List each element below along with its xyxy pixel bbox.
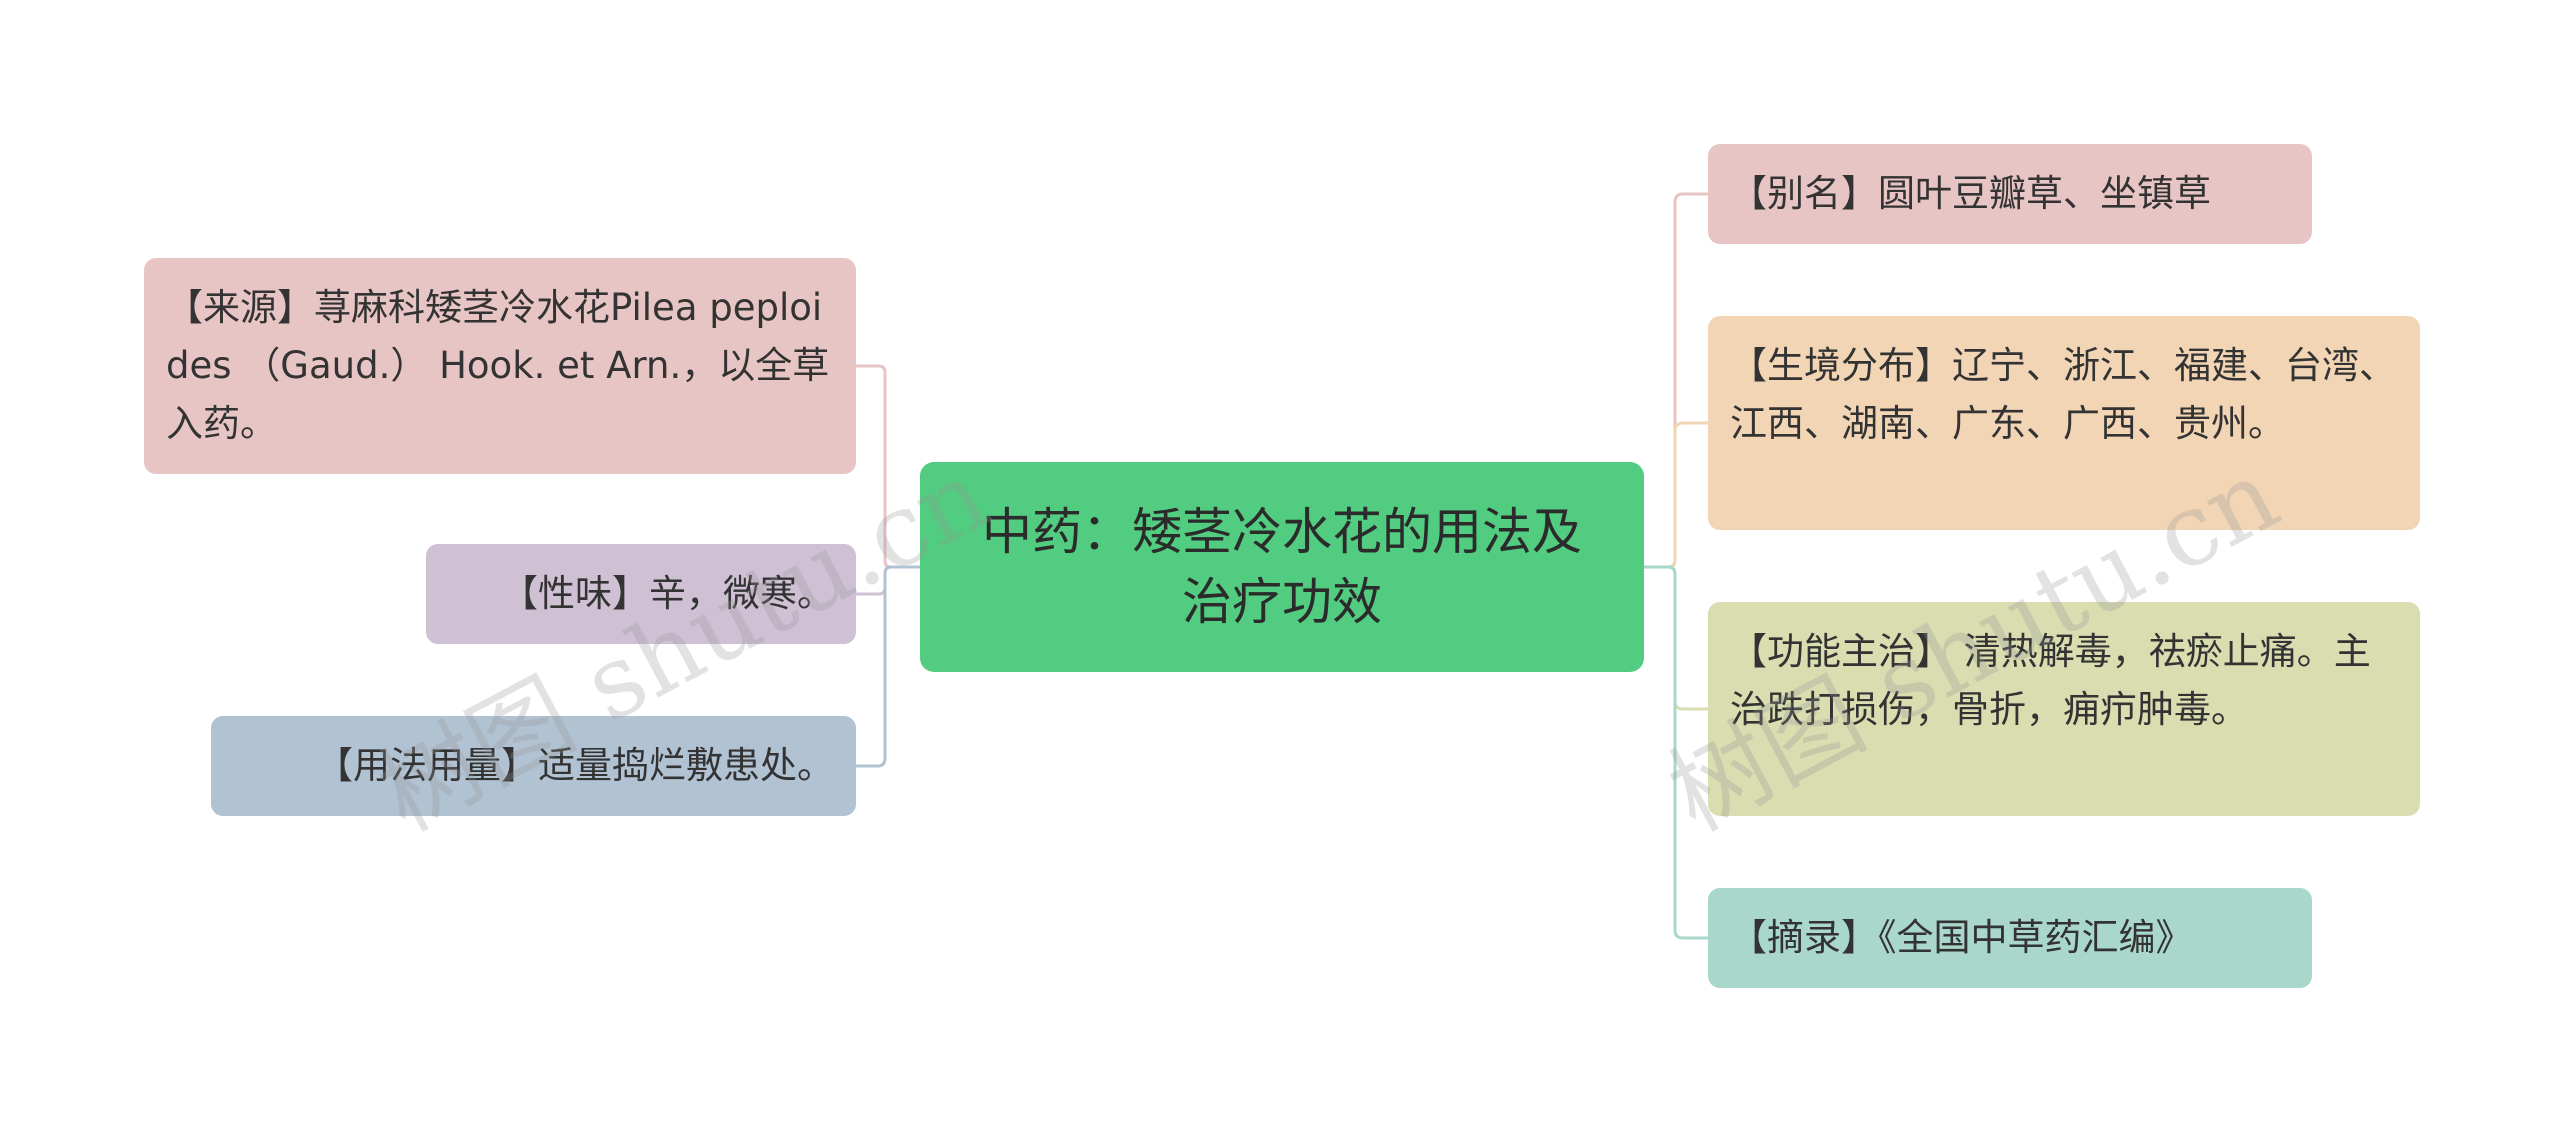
- topic-habitat[interactable]: 【生境分布】辽宁、浙江、福建、台湾、江西、湖南、广东、广西、贵州。: [1708, 316, 2420, 530]
- topic-alias-text: 【别名】圆叶豆瓣草、坐镇草: [1730, 172, 2211, 215]
- central-topic-text: 中药：矮茎冷水花的用法及治疗功效: [982, 503, 1582, 631]
- topic-reference[interactable]: 【摘录】《全国中草药汇编》: [1708, 888, 2312, 988]
- topic-taste[interactable]: 【性味】辛，微寒。: [426, 544, 856, 644]
- topic-taste-text: 【性味】辛，微寒。: [501, 572, 834, 615]
- topic-alias[interactable]: 【别名】圆叶豆瓣草、坐镇草: [1708, 144, 2312, 244]
- link-taste: [856, 565, 920, 596]
- topic-function-text: 【功能主治】 清热解毒，祛瘀止痛。主治跌打损伤，骨折，痈疖肿毒。: [1730, 630, 2371, 731]
- link-ref: [1644, 565, 1708, 940]
- link-usage: [856, 565, 920, 768]
- topic-source[interactable]: 【来源】荨麻科矮茎冷水花Pilea peploides （Gaud.） Hook…: [144, 258, 856, 474]
- link-habitat: [1644, 421, 1708, 569]
- topic-habitat-text: 【生境分布】辽宁、浙江、福建、台湾、江西、湖南、广东、广西、贵州。: [1730, 344, 2396, 445]
- topic-usage-text: 【用法用量】适量捣烂敷患处。: [316, 744, 834, 787]
- topic-reference-text: 【摘录】《全国中草药汇编》: [1730, 916, 2193, 959]
- topic-usage[interactable]: 【用法用量】适量捣烂敷患处。: [211, 716, 856, 816]
- central-topic[interactable]: 中药：矮茎冷水花的用法及治疗功效: [920, 462, 1644, 672]
- topic-function[interactable]: 【功能主治】 清热解毒，祛瘀止痛。主治跌打损伤，骨折，痈疖肿毒。: [1708, 602, 2420, 816]
- link-source: [856, 364, 920, 569]
- topic-source-text: 【来源】荨麻科矮茎冷水花Pilea peploides （Gaud.） Hook…: [166, 286, 830, 445]
